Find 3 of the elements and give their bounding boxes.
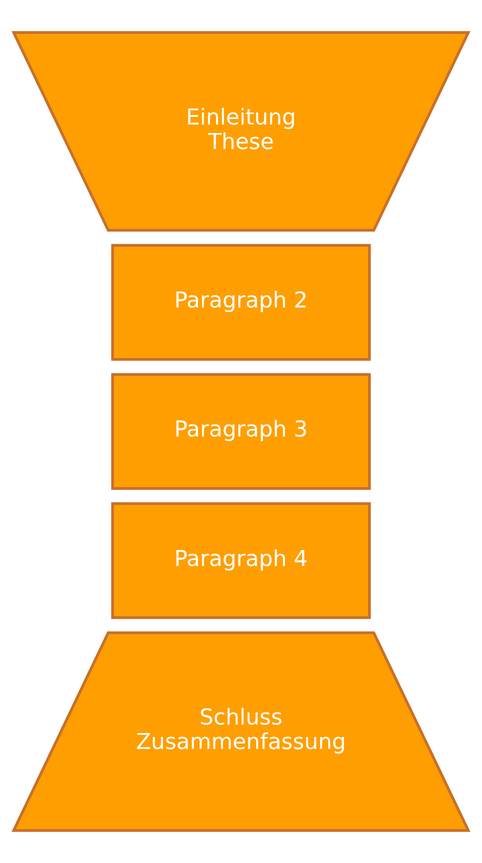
node-box: Paragraph 2	[111, 244, 371, 361]
node-box: Paragraph 3	[111, 373, 371, 490]
node-box: Paragraph 4	[111, 502, 371, 619]
